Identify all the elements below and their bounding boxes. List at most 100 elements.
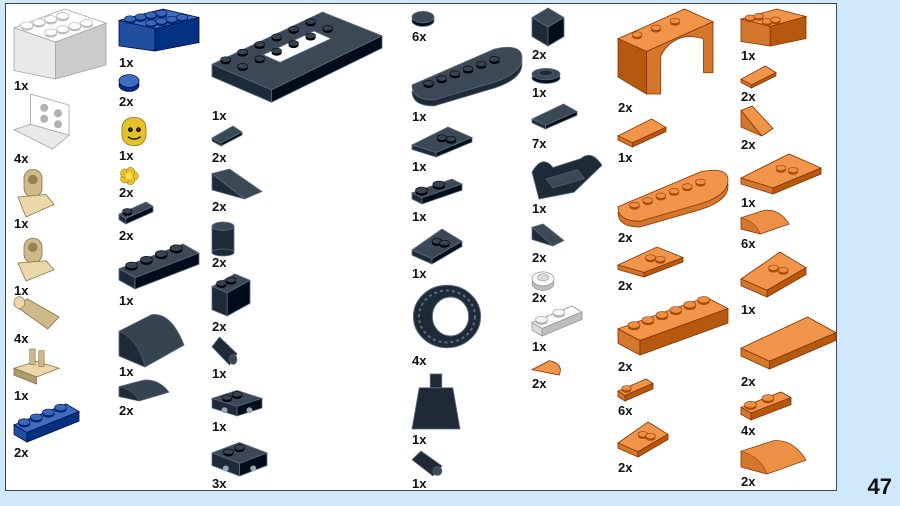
curved-slope-icon — [118, 314, 185, 368]
part-entry: 2x — [617, 169, 729, 245]
part-entry: 4x — [740, 391, 792, 438]
minifig-head-icon — [121, 117, 147, 146]
part-quantity: 3x — [212, 476, 227, 491]
part-entry: 1x — [410, 178, 464, 224]
bracket-icon — [12, 93, 70, 150]
part-entry: 2x — [531, 269, 562, 305]
wedge-plate-icon — [739, 153, 823, 195]
part-entry: 6x — [411, 9, 442, 44]
part-quantity: 2x — [618, 460, 633, 475]
part-entry: 1x — [531, 305, 583, 354]
part-quantity: 1x — [532, 85, 547, 100]
part-entry: 1x — [411, 450, 443, 491]
part-entry: 2x — [617, 8, 714, 115]
part-quantity: 1x — [119, 148, 134, 163]
part-entry: 2x — [119, 167, 149, 200]
curved-tile-icon — [739, 209, 790, 235]
part-entry: 1x — [411, 46, 523, 124]
part-quantity: 4x — [14, 151, 29, 166]
part-quantity: 2x — [532, 47, 547, 62]
part-quantity: 1x — [212, 108, 227, 123]
part-entry: 2x — [211, 125, 243, 165]
plate-2x2-pins-icon — [210, 441, 269, 477]
tile-1x2-icon — [617, 118, 667, 148]
hinge-icon — [17, 169, 55, 218]
part-entry: 2x — [531, 7, 565, 62]
part-quantity: 1x — [14, 216, 29, 231]
part-entry: 1x — [531, 154, 603, 216]
tire-icon — [412, 284, 482, 349]
part-entry: 1x — [211, 336, 242, 381]
part-quantity: 2x — [14, 445, 29, 460]
part-quantity: 1x — [119, 364, 134, 379]
part-quantity: 2x — [119, 185, 134, 200]
wedge-plate-icon — [616, 246, 685, 278]
round-tile-icon — [118, 74, 140, 92]
round-plate-icon — [531, 67, 561, 84]
round-plate-stud-icon — [531, 271, 555, 291]
part-entry: 1x — [14, 236, 55, 298]
bar-clip-icon — [411, 450, 443, 477]
large-frame-plate-icon — [211, 11, 383, 103]
part-entry: 3x — [210, 434, 269, 491]
part-quantity: 6x — [618, 403, 633, 418]
plate-1x4-icon — [13, 403, 80, 443]
mudguard-icon — [531, 154, 603, 200]
part-quantity: 4x — [412, 353, 427, 368]
plate-1x4-icon — [118, 243, 200, 290]
part-entry: 1x — [14, 167, 55, 231]
part-quantity: 2x — [741, 89, 756, 104]
part-entry: 6x — [617, 378, 654, 418]
part-quantity: 1x — [741, 48, 756, 63]
part-entry: 1x — [410, 126, 474, 174]
plate-2x2-icon — [739, 8, 808, 47]
part-entry: 2x — [531, 223, 565, 265]
part-entry: 1x — [739, 8, 808, 63]
part-entry: 2x — [118, 72, 149, 109]
part-quantity: 2x — [618, 278, 633, 293]
wedge-icon — [617, 421, 669, 458]
pin-icon — [13, 296, 60, 330]
part-quantity: 1x — [618, 150, 633, 165]
arch-brick-icon — [617, 8, 714, 95]
wedge-icon — [411, 228, 463, 265]
part-entry: 2x — [211, 168, 263, 214]
part-quantity: 1x — [412, 266, 427, 281]
part-entry: 2x — [740, 65, 777, 104]
part-quantity: 2x — [618, 100, 633, 115]
part-entry: 2x — [617, 296, 729, 374]
part-entry: 2x — [118, 201, 154, 243]
plate-1x2-icon — [740, 391, 792, 421]
part-entry: 4x — [13, 296, 60, 346]
part-entry: 2x — [118, 379, 170, 418]
part-quantity: 2x — [212, 255, 227, 270]
brick-2x4-icon — [12, 8, 108, 80]
part-quantity: 4x — [741, 423, 756, 438]
slope-icon — [211, 168, 263, 200]
minifig-torso-icon — [411, 373, 461, 430]
round-brick-icon — [211, 221, 235, 257]
part-entry: 1x — [118, 312, 185, 379]
tile-1x2-icon — [531, 103, 578, 130]
plate-clip-icon — [210, 389, 264, 417]
part-entry: 1x — [118, 8, 200, 70]
part-entry: 2x — [617, 421, 669, 475]
part-quantity: 1x — [14, 78, 29, 93]
part-quantity: 1x — [741, 302, 756, 317]
part-quantity: 1x — [119, 293, 134, 308]
plate-2x4-icon — [118, 8, 200, 52]
part-quantity: 2x — [741, 374, 756, 389]
part-entry: 2x — [739, 439, 807, 489]
plate-1x6-icon — [617, 296, 729, 356]
part-quantity: 1x — [212, 419, 227, 434]
part-quantity: 2x — [532, 290, 547, 305]
part-entry: 4x — [412, 284, 482, 368]
part-entry: 2x — [211, 273, 251, 334]
part-entry: 1x — [210, 384, 264, 434]
part-entry: 1x — [617, 118, 667, 165]
part-quantity: 1x — [412, 432, 427, 447]
part-entry: 2x — [616, 246, 685, 293]
part-quantity: 2x — [618, 359, 633, 374]
part-quantity: 7x — [532, 136, 547, 151]
part-entry: 1x — [740, 251, 807, 317]
